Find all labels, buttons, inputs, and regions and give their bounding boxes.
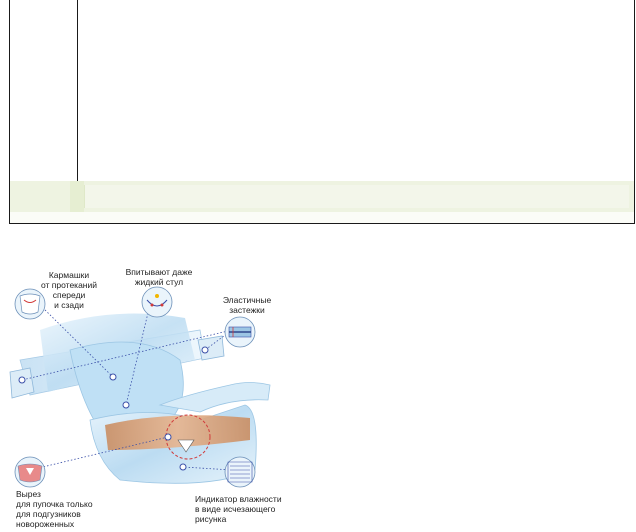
absorb-icon bbox=[141, 286, 173, 318]
label-fasteners: Эластичные застежки bbox=[222, 295, 272, 315]
top-divider bbox=[77, 0, 78, 181]
diaper-diagram bbox=[9, 286, 271, 488]
green-inner bbox=[84, 185, 629, 208]
diaper-body bbox=[69, 341, 271, 484]
top-frame bbox=[9, 0, 635, 224]
band-bottom bbox=[10, 212, 634, 223]
callout-dots bbox=[18, 346, 209, 471]
label-absorb: Впитывают даже жидкий стул bbox=[125, 267, 193, 287]
green-notch bbox=[70, 181, 84, 212]
navel-focus-ring bbox=[165, 414, 211, 460]
fastener-icon bbox=[224, 316, 256, 348]
diaper-pocket-icon bbox=[14, 288, 46, 320]
label-indicator: Индикатор влажности в виде исчезающего р… bbox=[195, 494, 282, 524]
label-pockets: Кармашки от протеканий спереди и сзади bbox=[40, 270, 97, 310]
navel-cutout-shape bbox=[177, 439, 195, 453]
navel-cutout-icon bbox=[14, 456, 46, 488]
label-cutout: Вырез для пупочка только для подгузников… bbox=[16, 489, 93, 529]
wetness-indicator-icon bbox=[224, 456, 256, 488]
